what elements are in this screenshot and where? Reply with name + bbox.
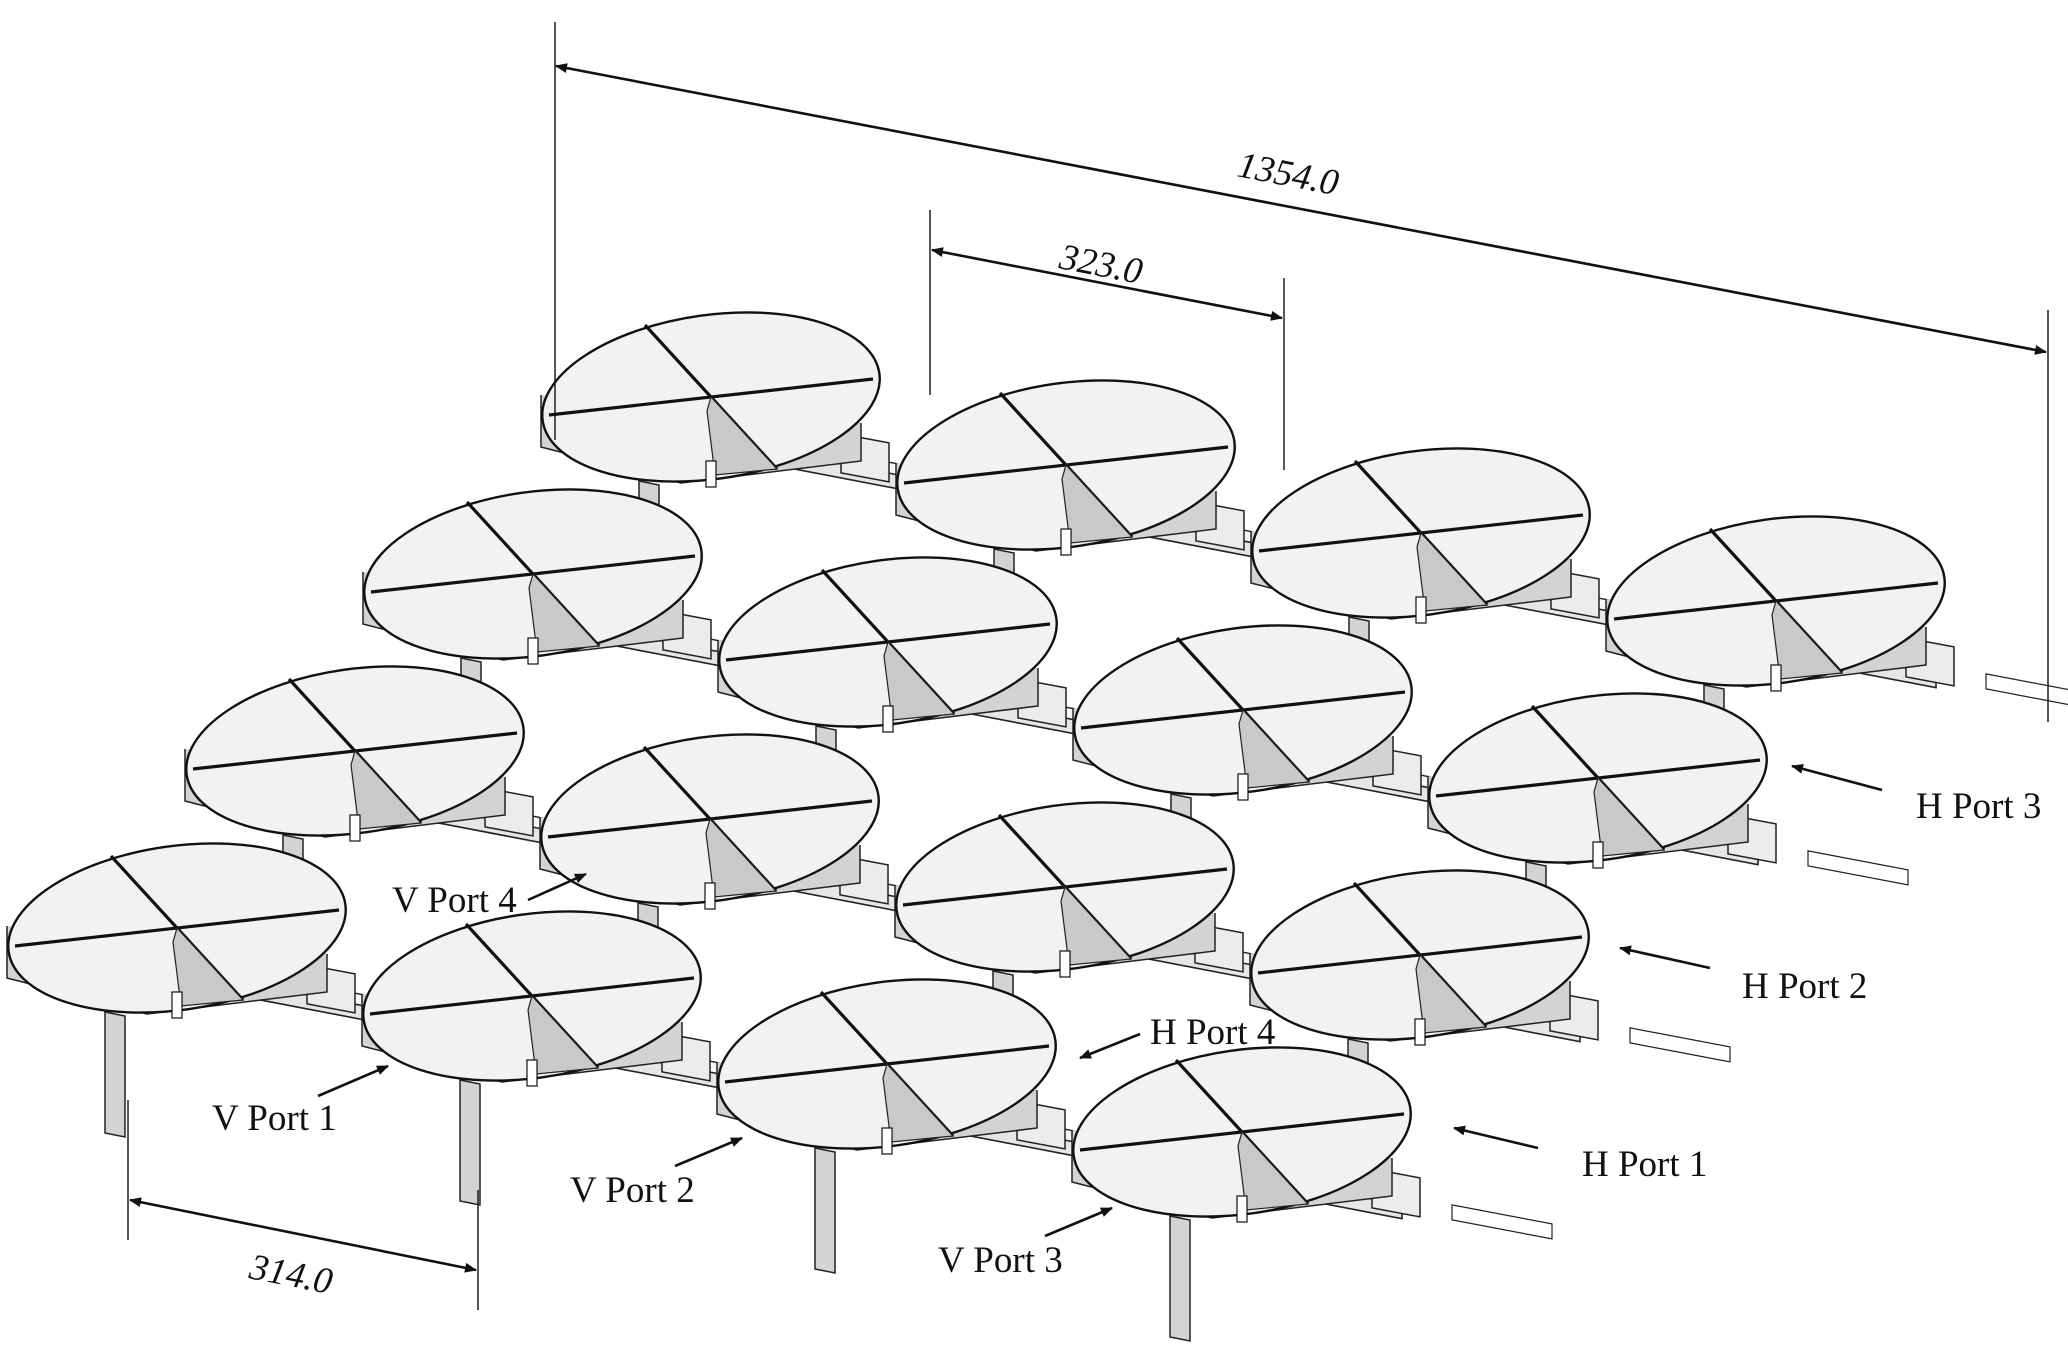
antenna-element	[6, 842, 347, 1138]
h-port-3-leader	[1791, 764, 1883, 792]
support-post	[814, 1147, 836, 1274]
column-pitch-dimension-line	[129, 1197, 477, 1273]
feed-pin	[349, 814, 361, 842]
v-port-4-leader	[527, 872, 587, 902]
rail-slot	[1807, 850, 1909, 886]
support-post	[104, 1011, 126, 1138]
support-post	[459, 1079, 481, 1206]
v-port-2-label: V Port 2	[570, 1170, 695, 1211]
port-labels: V Port 1 V Port 2 V Port 3 V Port 4 H Po…	[212, 786, 2041, 1281]
h-port-3-label: H Port 3	[1916, 786, 2041, 827]
v-port-4-label: V Port 4	[392, 880, 517, 921]
rail-slot	[1629, 1027, 1731, 1063]
h-port-2-label: H Port 2	[1742, 966, 1867, 1007]
feed-pin	[527, 637, 539, 665]
antenna-element	[716, 978, 1057, 1274]
feed-pin	[882, 705, 894, 733]
antenna-elements	[6, 311, 1946, 1342]
v-port-1-leader	[317, 1064, 389, 1098]
rail-slot	[1985, 673, 2068, 706]
feed-pin	[1592, 841, 1604, 869]
feed-pin	[1414, 1018, 1426, 1046]
feed-pin	[881, 1127, 893, 1155]
feed-pin	[1770, 664, 1782, 692]
h-port-1-label: H Port 1	[1582, 1144, 1707, 1185]
feed-pin	[1415, 596, 1427, 624]
h-port-4-leader	[1079, 1032, 1141, 1060]
feed-pin	[704, 882, 716, 910]
v-port-3-leader	[1044, 1206, 1113, 1238]
feed-pin	[705, 460, 717, 488]
v-port-2-leader	[674, 1136, 743, 1168]
h-port-1-leader	[1453, 1125, 1539, 1150]
overall-length-dimension-line	[555, 63, 2047, 355]
antenna-element	[1249, 869, 1590, 1165]
feed-pin	[171, 991, 183, 1019]
support-post	[1169, 1215, 1191, 1342]
feed-pin	[526, 1059, 538, 1087]
antenna-element	[184, 665, 525, 961]
row-pitch-label: 323.0	[1055, 236, 1146, 292]
h-port-4-label: H Port 4	[1150, 1012, 1275, 1053]
h-port-2-leader	[1619, 945, 1711, 970]
antenna-element	[1605, 515, 1946, 811]
feed-pin	[1237, 773, 1249, 801]
feed-pin	[1236, 1195, 1248, 1223]
antenna-element	[894, 801, 1235, 1097]
rail-slot	[1451, 1204, 1553, 1240]
port-leaders	[317, 764, 1883, 1238]
v-port-1-label: V Port 1	[212, 1098, 337, 1139]
overall-length-label: 1354.0	[1234, 145, 1342, 205]
v-port-3-label: V Port 3	[938, 1240, 1063, 1281]
antenna-element	[717, 556, 1058, 852]
dimension-lines	[129, 63, 2047, 1273]
antenna-element	[361, 910, 702, 1206]
antenna-element	[895, 379, 1236, 675]
row-pitch-dimension-line	[931, 247, 1283, 321]
column-pitch-label: 314.0	[245, 1246, 336, 1302]
feed-pin	[1060, 528, 1072, 556]
feed-pin	[1059, 950, 1071, 978]
antenna-element	[1071, 1046, 1412, 1342]
